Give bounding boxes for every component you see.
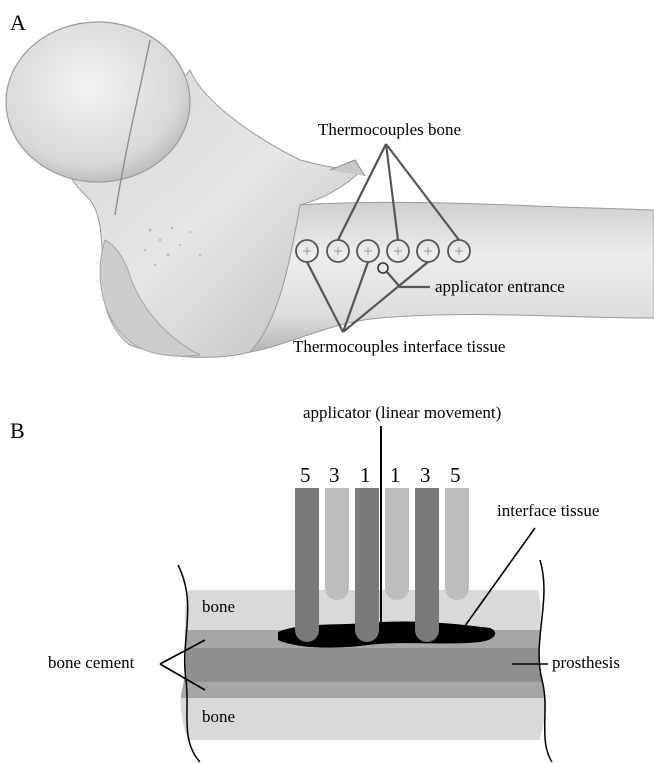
panel-a-letter: A bbox=[10, 10, 26, 35]
probe-number: 1 bbox=[390, 463, 401, 487]
probe-1-right bbox=[385, 488, 409, 600]
cement-layer-bottom bbox=[180, 682, 550, 698]
panel-b-letter: B bbox=[10, 418, 25, 443]
probe-number: 3 bbox=[420, 463, 431, 487]
probe-3-right bbox=[415, 488, 439, 642]
prosthesis-layer bbox=[180, 648, 550, 682]
probe-5-left bbox=[295, 488, 319, 642]
label-prosthesis: prosthesis bbox=[552, 653, 620, 672]
probe-number: 3 bbox=[329, 463, 340, 487]
probe-3-left bbox=[325, 488, 349, 600]
probe-number: 1 bbox=[360, 463, 371, 487]
label-thermocouples-interface: Thermocouples interface tissue bbox=[293, 337, 505, 356]
label-applicator-entrance: applicator entrance bbox=[435, 277, 565, 296]
probe-number: 5 bbox=[300, 463, 311, 487]
probe-1-left bbox=[355, 488, 379, 642]
label-applicator: applicator (linear movement) bbox=[303, 403, 501, 422]
probe-5-right bbox=[445, 488, 469, 600]
femoral-head bbox=[6, 22, 190, 182]
label-interface-tissue: interface tissue bbox=[497, 501, 599, 520]
label-thermocouples-bone: Thermocouples bone bbox=[318, 120, 461, 139]
probe-number: 5 bbox=[450, 463, 461, 487]
label-bone-top: bone bbox=[202, 597, 235, 616]
bone-layer-bottom bbox=[180, 698, 550, 740]
label-bone-cement: bone cement bbox=[48, 653, 135, 672]
label-bone-bottom: bone bbox=[202, 707, 235, 726]
